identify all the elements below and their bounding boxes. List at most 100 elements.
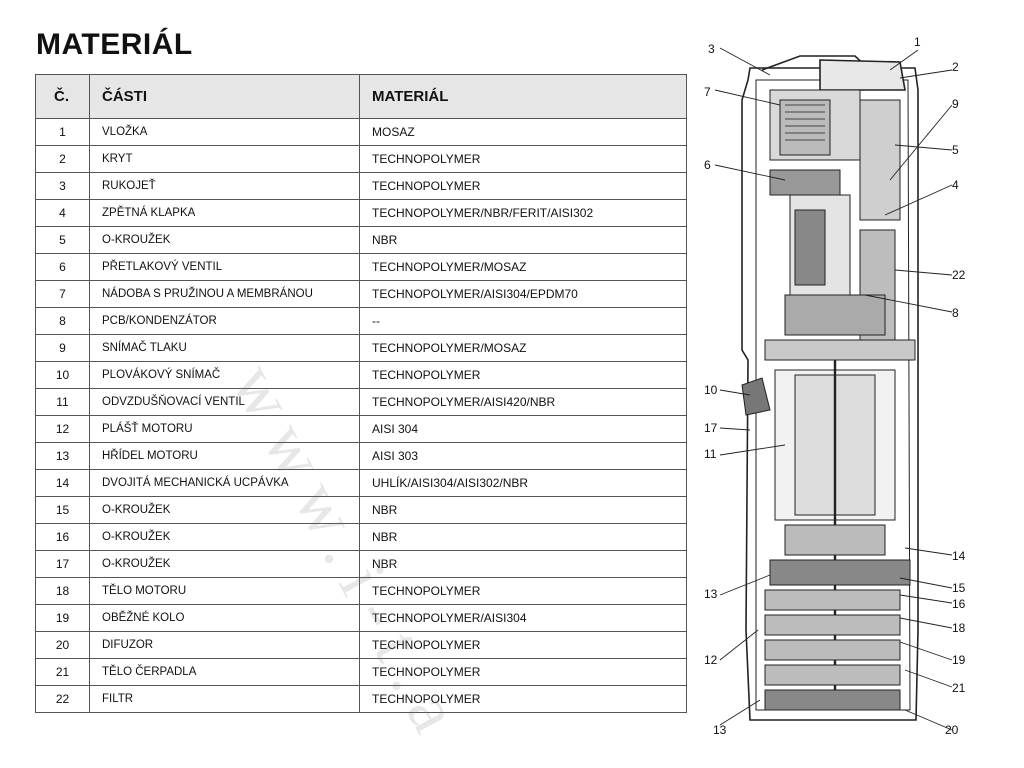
row-material: TECHNOPOLYMER/MOSAZ (359, 334, 687, 362)
callout-22: 22 (952, 268, 966, 282)
callout-10: 10 (704, 383, 718, 397)
row-part: TĚLO ČERPADLA (89, 658, 360, 686)
row-material: AISI 303 (359, 442, 687, 470)
callout-9: 9 (952, 97, 959, 111)
callout-17: 17 (704, 421, 718, 435)
callout-18: 18 (952, 621, 966, 635)
row-number: 7 (35, 280, 90, 308)
row-part: PŘETLAKOVÝ VENTIL (89, 253, 360, 281)
row-material: TECHNOPOLYMER (359, 145, 687, 173)
table-header-row: Č. ČÁSTI MATERIÁL (35, 74, 687, 119)
row-number: 6 (35, 253, 90, 281)
callout-19: 19 (952, 653, 966, 667)
row-number: 19 (35, 604, 90, 632)
row-number: 11 (35, 388, 90, 416)
row-number: 21 (35, 658, 90, 686)
callout-14: 14 (952, 549, 966, 563)
row-material: UHLÍK/AISI304/AISI302/NBR (359, 469, 687, 497)
pump-cross-section-diagram (714, 47, 953, 731)
row-part: FILTR (89, 685, 360, 713)
row-number: 8 (35, 307, 90, 335)
row-part: O-KROUŽEK (89, 226, 360, 254)
callout-2: 2 (952, 60, 959, 74)
row-part: SNÍMAČ TLAKU (89, 334, 360, 362)
row-material: NBR (359, 550, 687, 578)
row-material: NBR (359, 523, 687, 551)
row-material: TECHNOPOLYMER/AISI304 (359, 604, 687, 632)
row-part: DIFUZOR (89, 631, 360, 659)
row-number: 17 (35, 550, 90, 578)
row-part: O-KROUŽEK (89, 550, 360, 578)
row-material: TECHNOPOLYMER (359, 631, 687, 659)
row-number: 10 (35, 361, 90, 389)
row-part: OBĚŽNÉ KOLO (89, 604, 360, 632)
row-material: MOSAZ (359, 118, 687, 146)
row-material: TECHNOPOLYMER/AISI420/NBR (359, 388, 687, 416)
row-material: NBR (359, 496, 687, 524)
callout-21: 21 (952, 681, 966, 695)
row-material: TECHNOPOLYMER (359, 685, 687, 713)
row-material: NBR (359, 226, 687, 254)
row-part: TĚLO MOTORU (89, 577, 360, 605)
row-part: PCB/KONDENZÁTOR (89, 307, 360, 335)
callout-5: 5 (952, 143, 959, 157)
row-material: TECHNOPOLYMER/NBR/FERIT/AISI302 (359, 199, 687, 227)
callout-13-lower: 13 (713, 723, 727, 737)
header-number: Č. (35, 74, 90, 119)
row-material: TECHNOPOLYMER (359, 172, 687, 200)
callout-6: 6 (704, 158, 711, 172)
callout-1: 1 (914, 35, 921, 49)
header-material: MATERIÁL (359, 74, 687, 119)
row-part: O-KROUŽEK (89, 496, 360, 524)
row-number: 4 (35, 199, 90, 227)
callout-12: 12 (704, 653, 718, 667)
callout-16: 16 (952, 597, 966, 611)
callout-7: 7 (704, 85, 711, 99)
row-material: TECHNOPOLYMER (359, 658, 687, 686)
row-number: 20 (35, 631, 90, 659)
row-part: PLOVÁKOVÝ SNÍMAČ (89, 361, 360, 389)
header-parts: ČÁSTI (89, 74, 360, 119)
row-material: TECHNOPOLYMER (359, 361, 687, 389)
row-part: NÁDOBA S PRUŽINOU A MEMBRÁNOU (89, 280, 360, 308)
row-material: TECHNOPOLYMER/AISI304/EPDM70 (359, 280, 687, 308)
callout-15: 15 (952, 581, 966, 595)
row-part: ZPĚTNÁ KLAPKA (89, 199, 360, 227)
row-part: RUKOJEŤ (89, 172, 360, 200)
callout-4: 4 (952, 178, 959, 192)
row-number: 3 (35, 172, 90, 200)
row-number: 14 (35, 469, 90, 497)
row-number: 22 (35, 685, 90, 713)
row-part: DVOJITÁ MECHANICKÁ UCPÁVKA (89, 469, 360, 497)
row-number: 16 (35, 523, 90, 551)
callout-3: 3 (708, 42, 715, 56)
row-part: O-KROUŽEK (89, 523, 360, 551)
pump-body-outline (741, 55, 919, 721)
row-number: 13 (35, 442, 90, 470)
leader-lines (714, 47, 953, 731)
row-number: 12 (35, 415, 90, 443)
row-part: PLÁŠŤ MOTORU (89, 415, 360, 443)
row-number: 1 (35, 118, 90, 146)
row-number: 18 (35, 577, 90, 605)
row-part: HŘÍDEL MOTORU (89, 442, 360, 470)
row-material: -- (359, 307, 687, 335)
